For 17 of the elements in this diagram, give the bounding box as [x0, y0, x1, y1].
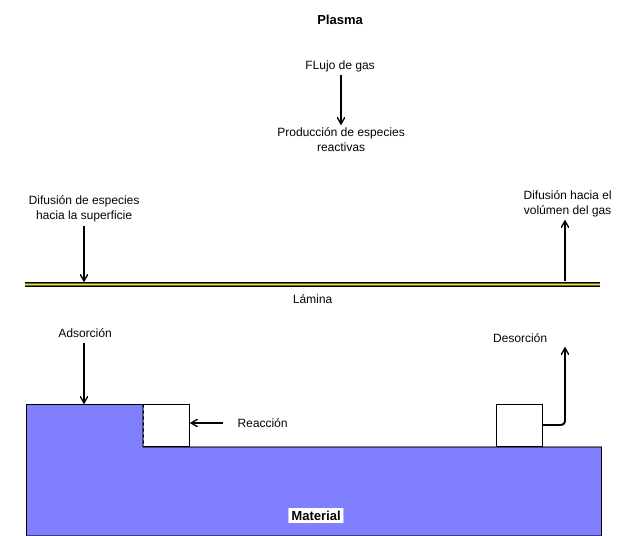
- arrow: [560, 220, 570, 281]
- process-label: Difusión hacia el volúmen del gas: [505, 188, 630, 220]
- arrow: [190, 418, 223, 428]
- process-label: Difusión de especies hacia la superficie: [14, 193, 154, 225]
- process-label: Reacción: [225, 416, 300, 432]
- arrow: [543, 347, 570, 426]
- heading: Plasma: [316, 12, 364, 27]
- product-box: [496, 404, 543, 447]
- arrow: [79, 226, 89, 282]
- arrow: [79, 343, 89, 404]
- process-label: Adsorción: [45, 326, 125, 342]
- arrow: [336, 75, 346, 125]
- material-label: Material: [288, 508, 344, 523]
- film-label: Lámina: [292, 292, 334, 306]
- process-label: Producción de especies reactivas: [266, 125, 416, 157]
- process-label: FLujo de gas: [280, 58, 400, 74]
- process-label: Desorción: [470, 331, 570, 347]
